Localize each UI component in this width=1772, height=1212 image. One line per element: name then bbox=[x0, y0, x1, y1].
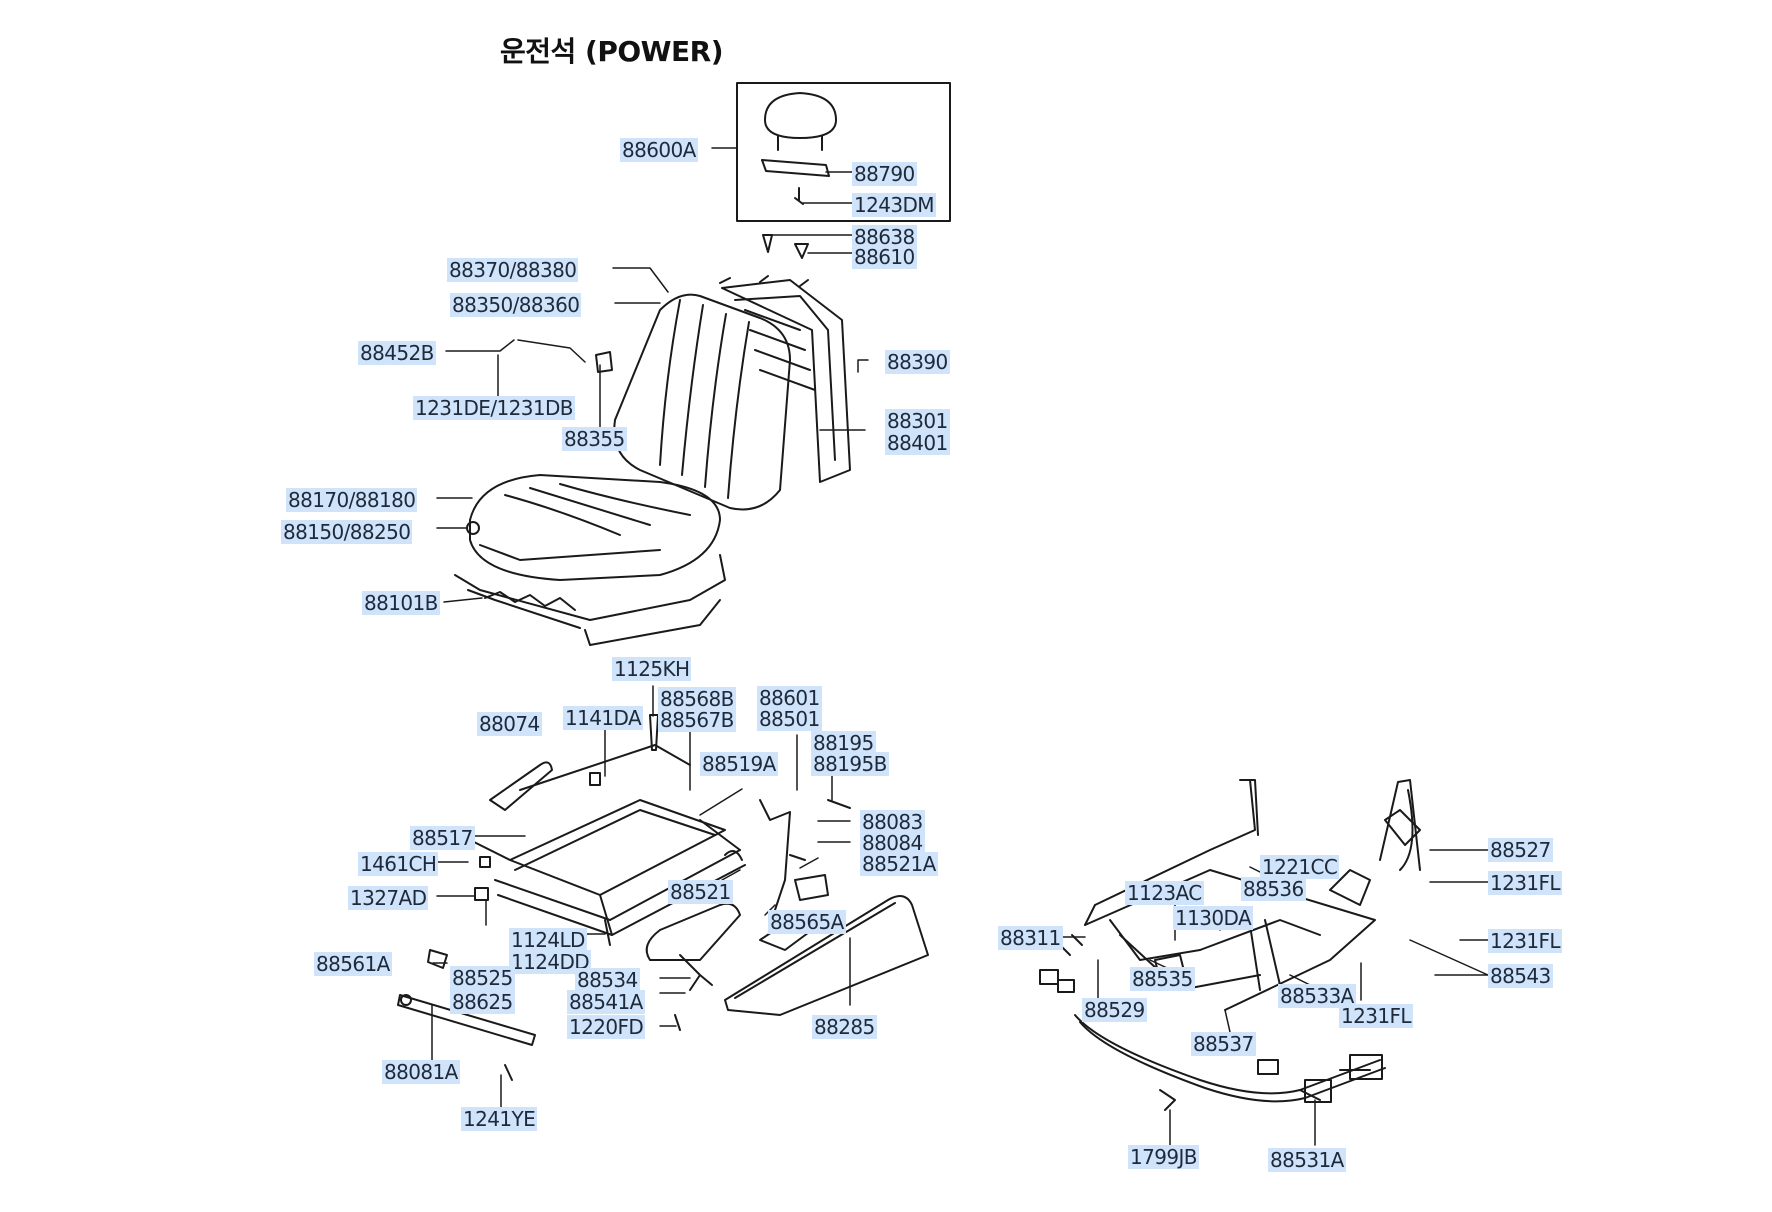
seat-back-frame bbox=[719, 275, 851, 483]
part-label-88401: 88401 bbox=[885, 431, 950, 455]
part-label-88521: 88521 bbox=[668, 880, 733, 904]
part-label-1125KH: 1125KH bbox=[612, 657, 692, 681]
bolts bbox=[427, 714, 851, 1081]
part-label-88537: 88537 bbox=[1191, 1032, 1256, 1056]
part-label-88350-88360: 88350/88360 bbox=[450, 293, 582, 317]
lever bbox=[489, 761, 553, 811]
part-label-1231DE-1231DB: 1231DE/1231DB bbox=[413, 396, 575, 420]
part-label-88301: 88301 bbox=[885, 409, 950, 433]
diagram-title: 운전석 (POWER) bbox=[500, 35, 724, 68]
part-label-88525: 88525 bbox=[450, 966, 515, 990]
part-label-1231FL-1: 1231FL bbox=[1488, 871, 1562, 895]
part-label-88527: 88527 bbox=[1488, 838, 1553, 862]
part-label-88519A: 88519A bbox=[700, 752, 778, 776]
part-label-1124LD: 1124LD bbox=[509, 928, 587, 952]
part-label-88501: 88501 bbox=[757, 707, 822, 731]
part-label-88531A: 88531A bbox=[1268, 1148, 1346, 1172]
part-label-1231FL-2: 1231FL bbox=[1488, 929, 1562, 953]
part-label-88565A: 88565A bbox=[768, 910, 846, 934]
motor-assembly bbox=[645, 799, 829, 991]
part-label-88370-88380: 88370/88380 bbox=[447, 258, 579, 282]
side-cover bbox=[724, 895, 929, 1016]
part-label-88355: 88355 bbox=[562, 427, 627, 451]
part-label-88150-88250: 88150/88250 bbox=[281, 520, 413, 544]
part-label-88521A: 88521A bbox=[860, 852, 938, 876]
part-label-88567B: 88567B bbox=[658, 708, 736, 732]
part-label-88081A: 88081A bbox=[382, 1060, 460, 1084]
part-label-88534: 88534 bbox=[575, 968, 640, 992]
part-label-88568B: 88568B bbox=[658, 687, 736, 711]
part-label-1123AC: 1123AC bbox=[1125, 881, 1204, 905]
part-label-88195: 88195 bbox=[811, 731, 876, 755]
part-label-1220FD: 1220FD bbox=[567, 1015, 646, 1039]
part-label-1327AD: 1327AD bbox=[348, 886, 429, 910]
part-label-1799JB: 1799JB bbox=[1128, 1145, 1199, 1169]
part-label-88101B: 88101B bbox=[362, 591, 440, 615]
part-label-88083: 88083 bbox=[860, 810, 925, 834]
cross-bar bbox=[397, 994, 536, 1046]
part-label-88195B: 88195B bbox=[811, 752, 889, 776]
part-label-88529: 88529 bbox=[1082, 998, 1147, 1022]
part-label-88790: 88790 bbox=[852, 162, 917, 186]
part-label-88285: 88285 bbox=[812, 1015, 877, 1039]
seat-cushion bbox=[466, 474, 721, 581]
part-label-88170-88180: 88170/88180 bbox=[286, 488, 418, 512]
clips bbox=[762, 234, 809, 259]
part-label-88561A: 88561A bbox=[314, 952, 392, 976]
part-label-88600A: 88600A bbox=[620, 138, 698, 162]
wiring-harness bbox=[1039, 969, 1386, 1111]
part-label-88452B: 88452B bbox=[358, 341, 436, 365]
part-label-1130DA: 1130DA bbox=[1173, 906, 1254, 930]
part-label-1221CC: 1221CC bbox=[1260, 855, 1340, 879]
part-label-88084: 88084 bbox=[860, 831, 925, 855]
seat-cushion-frame bbox=[454, 554, 726, 646]
headrest-assembly bbox=[736, 82, 951, 222]
part-label-1241YE: 1241YE bbox=[461, 1107, 538, 1131]
back-side-trim bbox=[595, 351, 613, 373]
part-label-88625: 88625 bbox=[450, 990, 515, 1014]
part-label-1124DD: 1124DD bbox=[509, 950, 592, 974]
seat-back-cushion bbox=[613, 293, 791, 511]
part-label-1141DA: 1141DA bbox=[563, 706, 644, 730]
part-label-88601: 88601 bbox=[757, 686, 822, 710]
part-label-1231FL-3: 1231FL bbox=[1339, 1004, 1413, 1028]
part-label-88543: 88543 bbox=[1488, 964, 1553, 988]
part-label-88390: 88390 bbox=[885, 350, 950, 374]
part-label-88517: 88517 bbox=[410, 826, 475, 850]
power-seat-frame bbox=[1059, 779, 1421, 1011]
part-label-88541A: 88541A bbox=[567, 990, 645, 1014]
part-label-1243DM: 1243DM bbox=[852, 193, 936, 217]
part-label-88311: 88311 bbox=[998, 926, 1063, 950]
part-label-88610: 88610 bbox=[852, 245, 917, 269]
part-label-1461CH: 1461CH bbox=[358, 852, 439, 876]
part-label-88074: 88074 bbox=[477, 712, 542, 736]
part-label-88536: 88536 bbox=[1241, 877, 1306, 901]
part-label-88535: 88535 bbox=[1130, 967, 1195, 991]
